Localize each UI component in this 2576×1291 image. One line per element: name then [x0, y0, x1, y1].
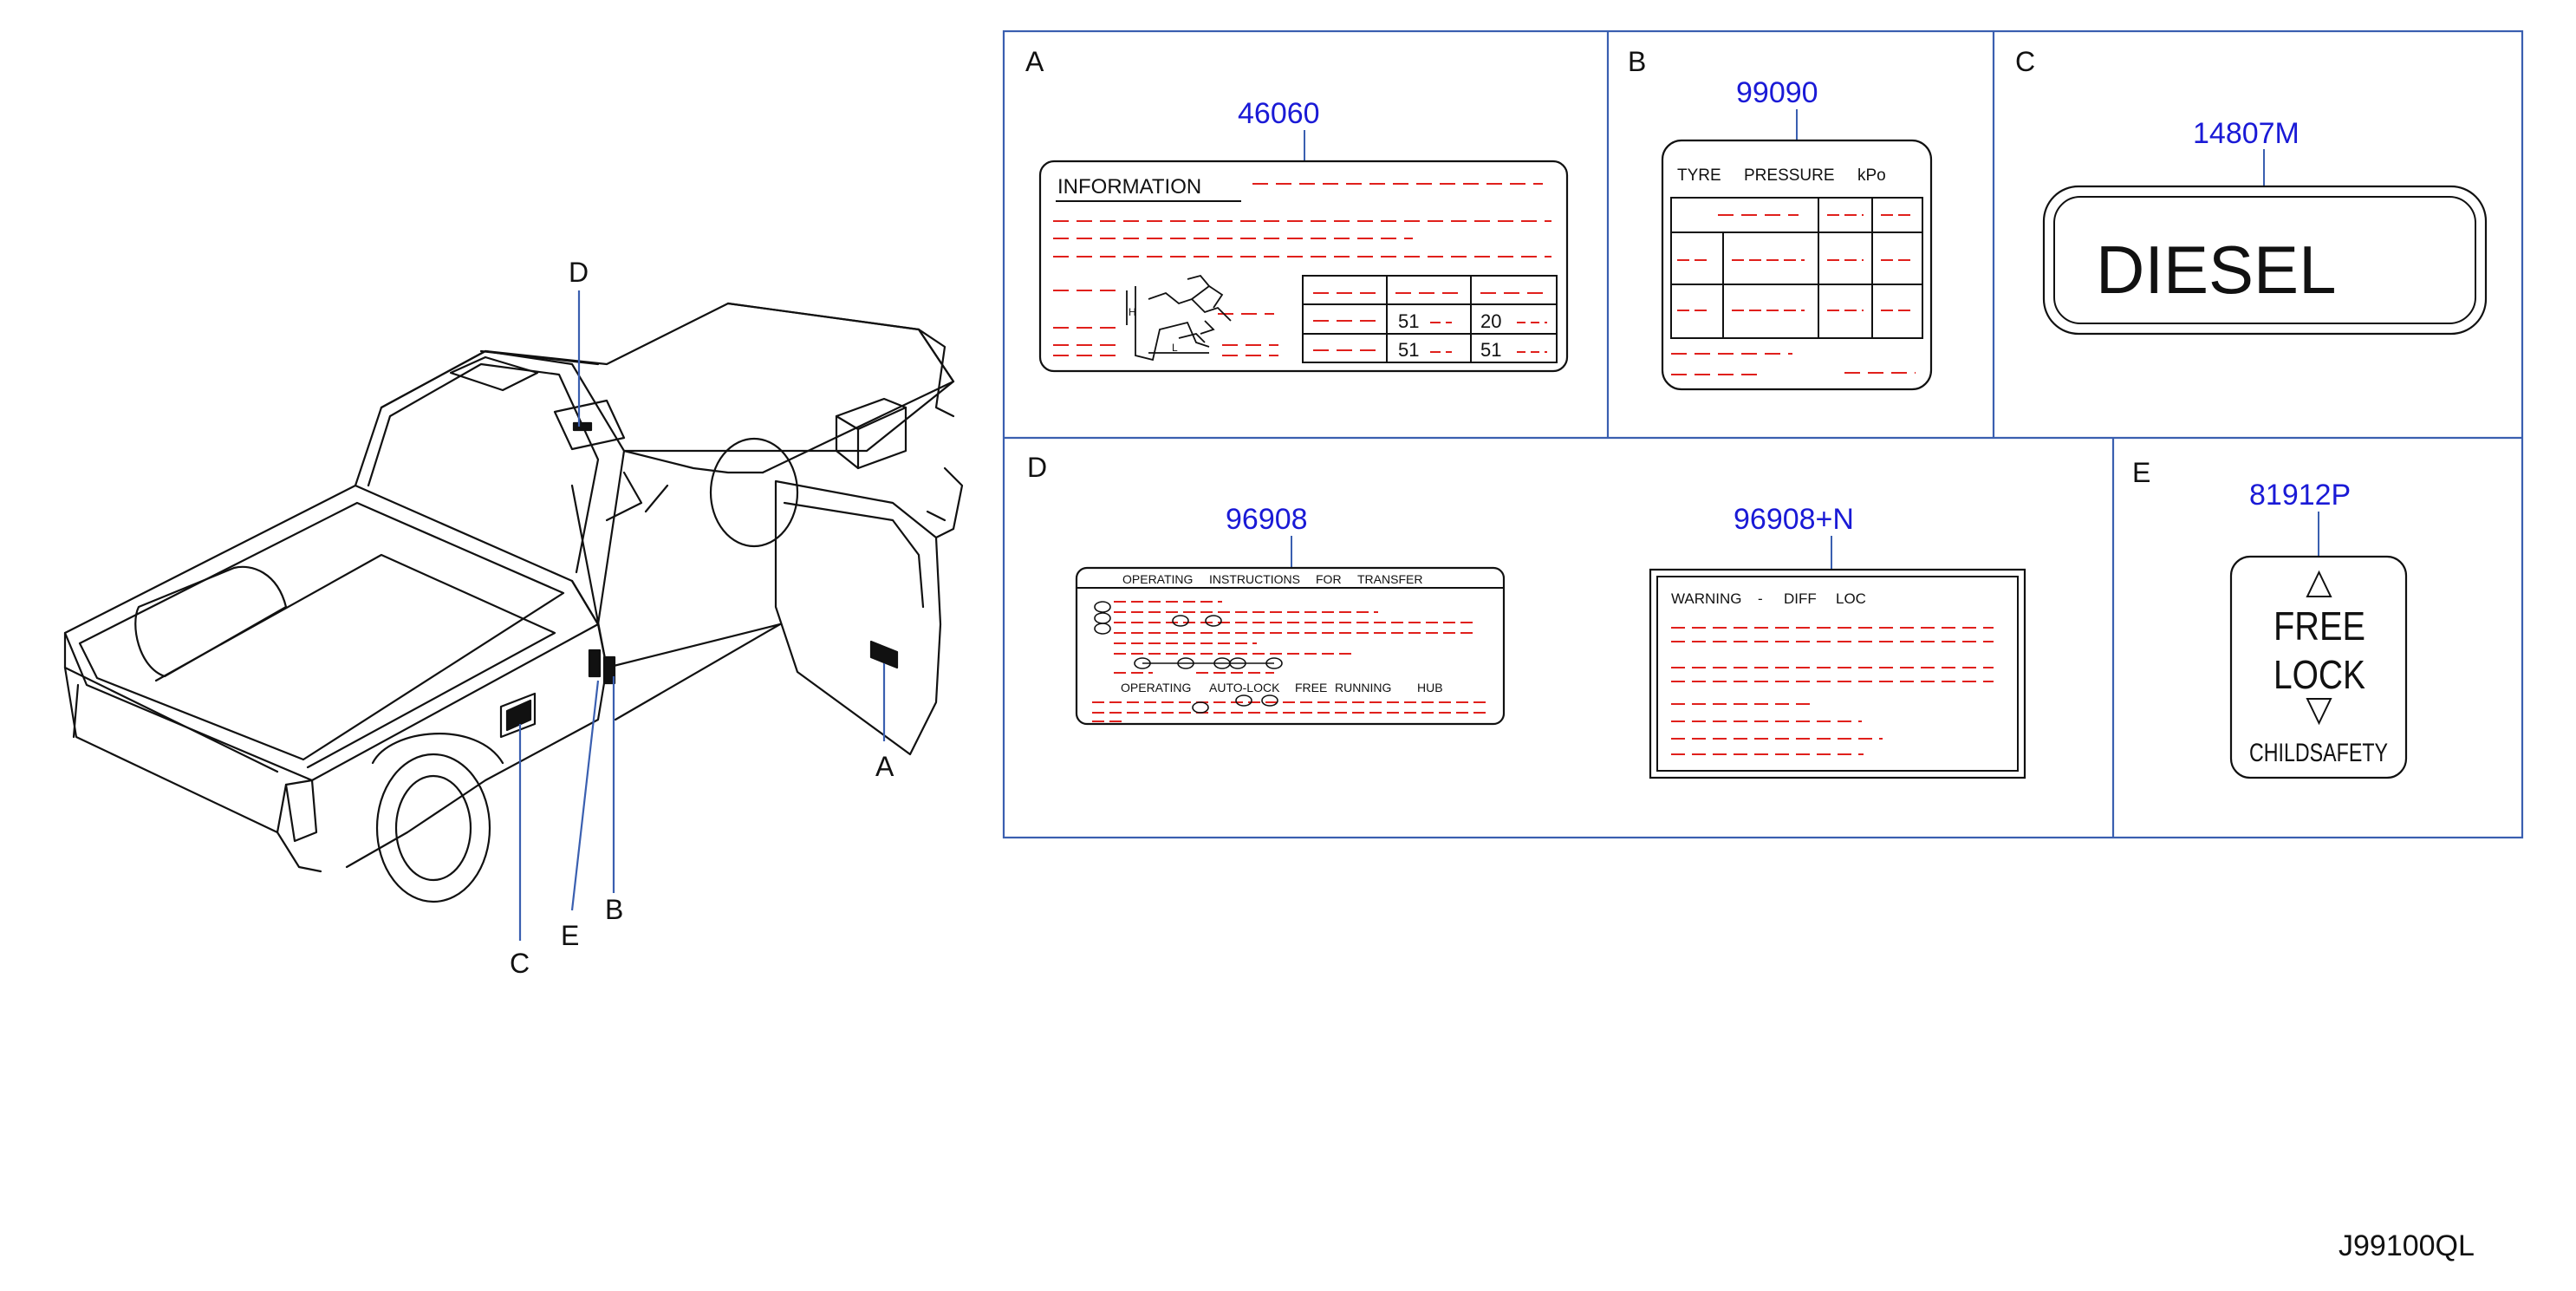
diagram-code: J99100QL [2339, 1229, 2475, 1262]
transfer-h2-3: FREE [1295, 681, 1327, 694]
panel-d-letter: D [1027, 452, 1047, 483]
info-cell-3: 51 [1398, 339, 1419, 361]
callout-lines [518, 290, 886, 941]
transfer-h2-5: HUB [1417, 681, 1443, 694]
information-text-lines [1053, 183, 1551, 356]
transfer-h2-2: AUTO-LOCK [1209, 681, 1280, 694]
transfer-h1-2: INSTRUCTIONS [1209, 572, 1300, 586]
panel-a-part-number: 46060 [1238, 97, 1320, 130]
panel-d: D 96908 OPERATING INSTRUCTIONS FOR TRANS… [1027, 452, 2026, 779]
tyre-text-lines [1671, 214, 1916, 375]
transfer-label [1075, 566, 1506, 726]
info-cell-2: 20 [1480, 310, 1501, 332]
diff-lock-label-outer [1649, 568, 2026, 779]
panel-d-part-number-2: 96908+N [1734, 503, 1854, 536]
childsafety-text: CHILDSAFETY [2249, 739, 2388, 767]
info-cell-4: 51 [1480, 339, 1501, 361]
warning-text-4: LOC [1836, 590, 1866, 607]
up-triangle-icon [2306, 570, 2332, 597]
down-triangle-icon [2306, 698, 2332, 726]
seat-dim-h: H [1129, 306, 1136, 318]
panel-grid [1002, 29, 2524, 839]
panel-c: C 14807M DIESEL [2015, 46, 2488, 336]
panel-c-letter: C [2015, 46, 2035, 77]
transfer-h1-4: TRANSFER [1357, 572, 1422, 586]
information-label [1038, 160, 1569, 373]
information-table [1302, 275, 1558, 363]
transfer-h2-1: OPERATING [1121, 681, 1191, 694]
panel-b: B 99090 TYRE PRESSURE kPo [1628, 46, 1933, 391]
tyre-header-2: PRESSURE [1744, 166, 1835, 185]
warning-text-3: DIFF [1784, 590, 1817, 607]
diesel-label-inner [2053, 196, 2476, 324]
panel-e: E 81912P FREE LOCK CHILDSAFETY [2132, 457, 2408, 779]
transfer-h1-3: FOR [1316, 572, 1342, 586]
transfer-diagram-symbols [1094, 601, 1283, 714]
information-title: INFORMATION [1057, 175, 1201, 199]
diff-lock-text-lines [1671, 627, 1994, 755]
panel-b-letter: B [1628, 46, 1646, 77]
panel-e-letter: E [2132, 457, 2150, 488]
tyre-header-3: kPo [1857, 166, 1886, 185]
panel-c-part-number: 14807M [2193, 117, 2300, 150]
callout-c: C [510, 948, 530, 979]
seat-diagram-icon [1126, 274, 1232, 362]
panel-d-part-number-1: 96908 [1226, 503, 1308, 536]
transfer-text-lines [1092, 601, 1491, 722]
transfer-h2-4: RUNNING [1335, 681, 1391, 694]
panel-a-letter: A [1025, 46, 1044, 77]
child-safety-label [2229, 555, 2408, 779]
callout-e: E [561, 920, 579, 951]
callout-a: A [875, 751, 894, 782]
warning-text-1: WARNING [1671, 590, 1742, 607]
info-cell-1: 51 [1398, 310, 1419, 332]
diesel-text: DIESEL [2096, 231, 2336, 308]
callout-d: D [569, 257, 589, 288]
seat-dim-l: L [1172, 342, 1178, 354]
transfer-h1-1: OPERATING [1122, 572, 1193, 586]
lock-text: LOCK [2274, 652, 2365, 697]
free-text: FREE [2274, 603, 2365, 649]
tyre-header-1: TYRE [1677, 166, 1721, 185]
panel-a: A 46060 INFORMATION 51 20 51 51 [1025, 46, 1569, 373]
truck-illustration [63, 302, 964, 903]
diff-lock-label-inner [1656, 576, 2019, 772]
tyre-pressure-label [1661, 139, 1933, 391]
warning-text-2: - [1758, 590, 1763, 607]
panel-b-part-number: 99090 [1736, 76, 1818, 109]
panel-e-part-number: 81912P [2249, 479, 2351, 512]
callout-b: B [605, 894, 623, 925]
diesel-label-outer [2042, 185, 2488, 336]
tyre-table [1670, 197, 1923, 339]
